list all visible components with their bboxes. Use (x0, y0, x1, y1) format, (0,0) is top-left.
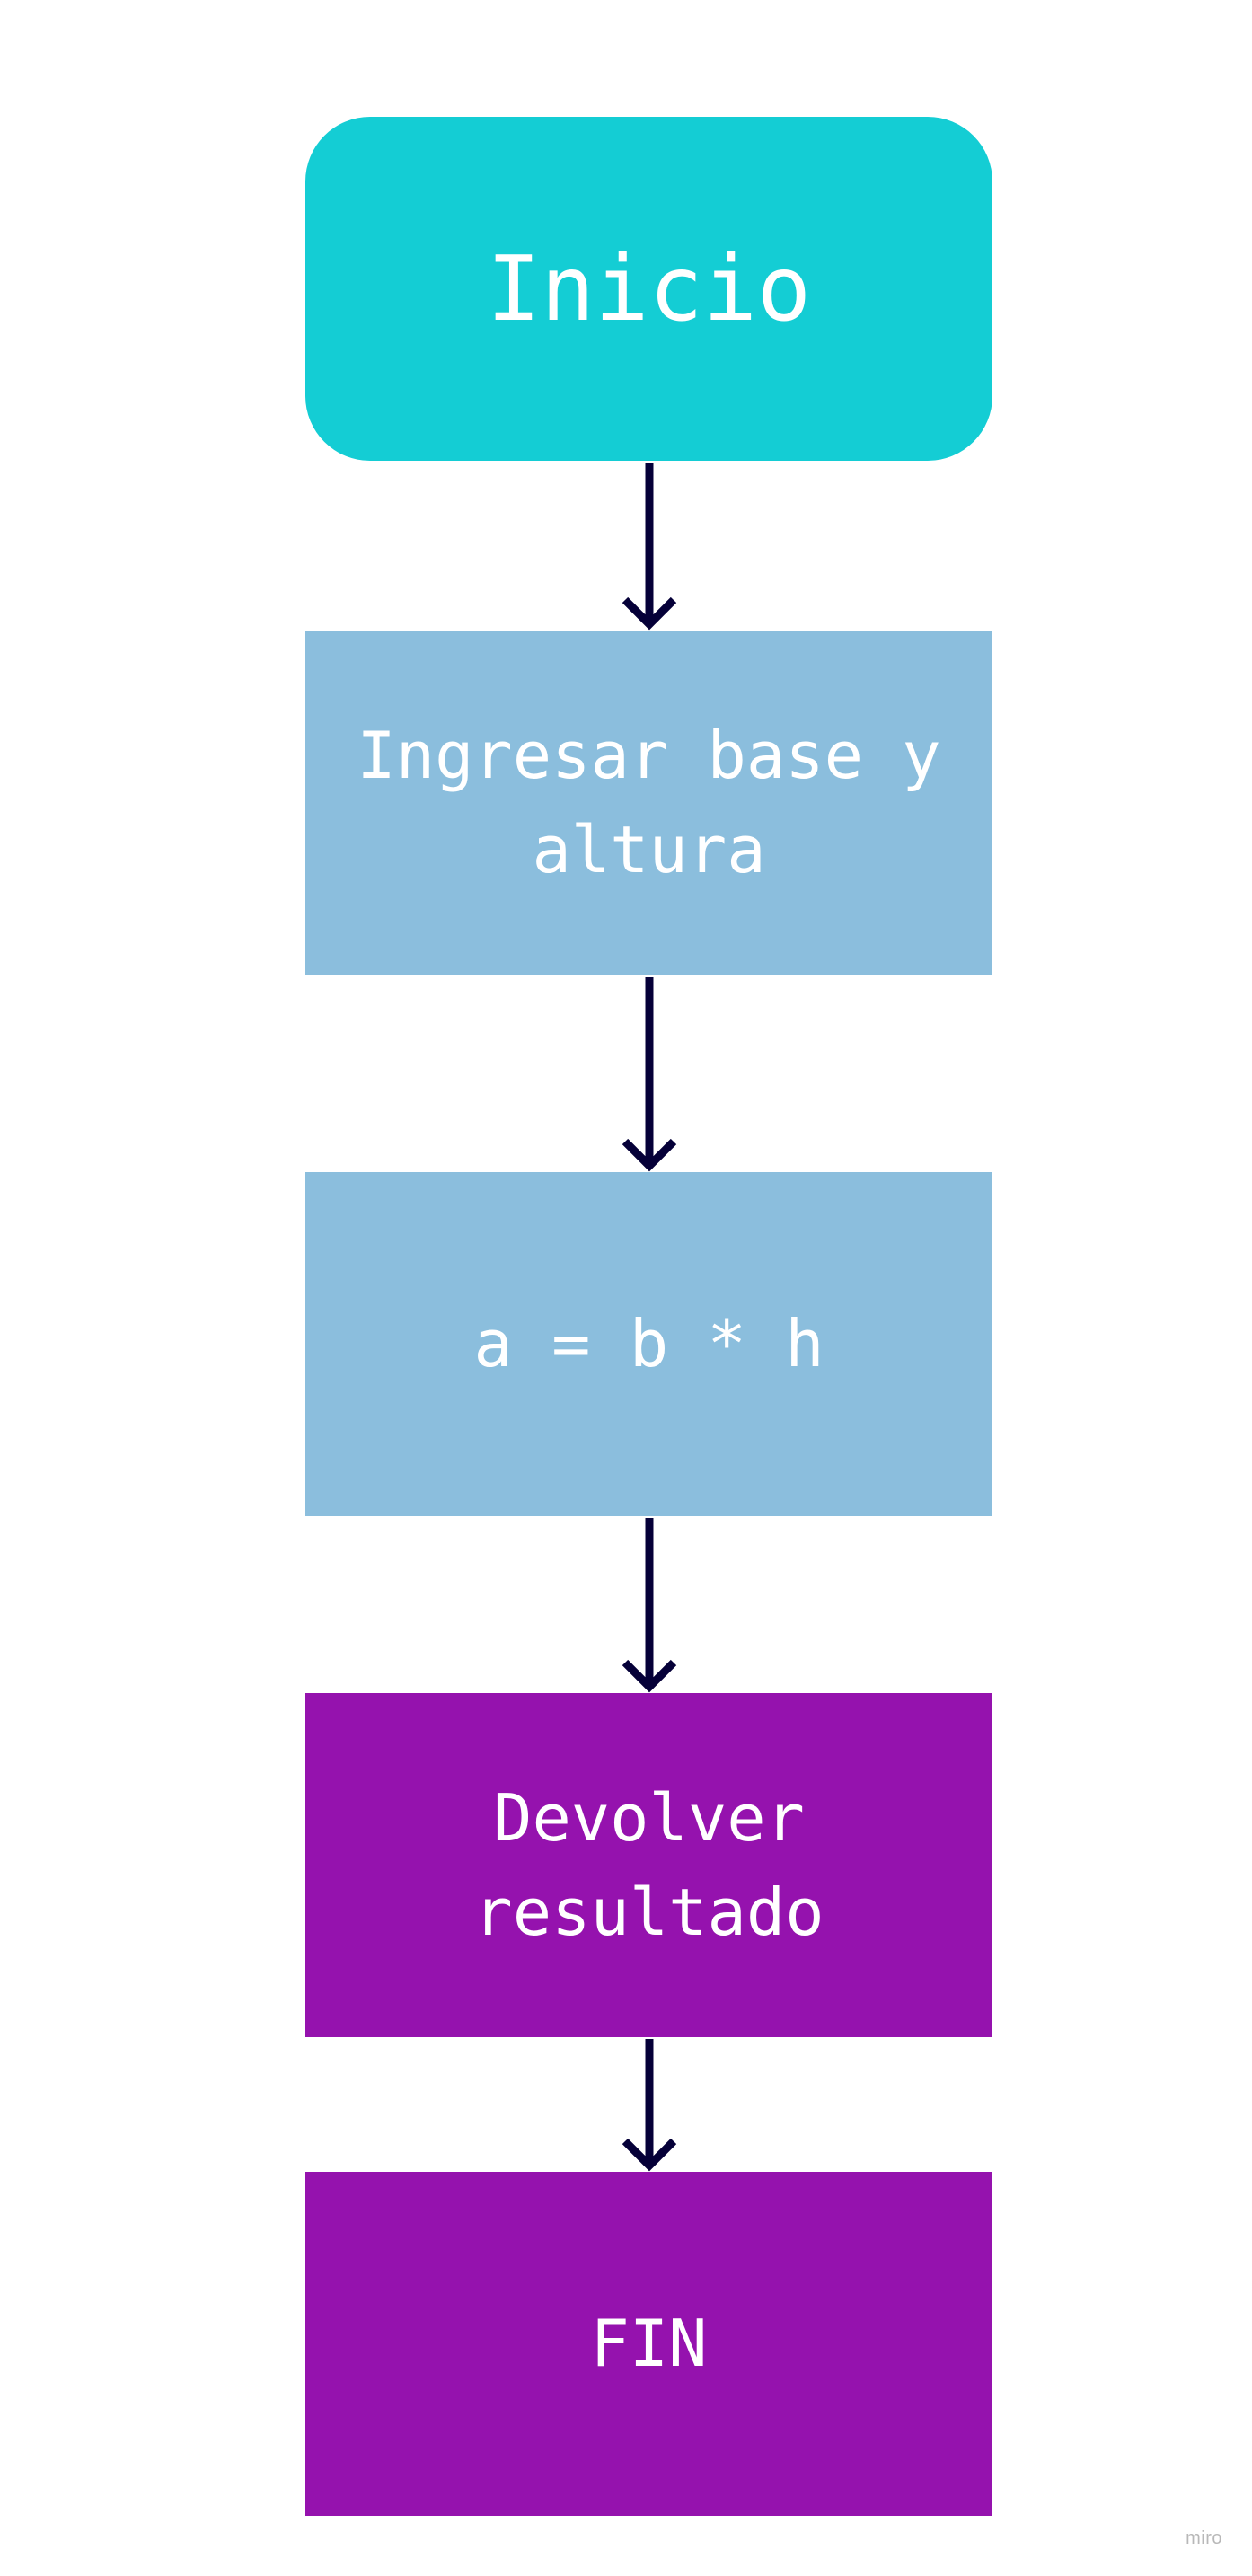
output-node[interactable]: Devolver resultado (305, 1693, 992, 2037)
output-node-label: Devolver resultado (473, 1780, 824, 1950)
arrow-output-to-end (622, 2039, 677, 2172)
calculation-node[interactable]: a = b * h (305, 1172, 992, 1516)
start-node[interactable]: Inicio (305, 117, 992, 461)
arrow-input-to-calc (622, 977, 677, 1172)
end-node-label: FIN (590, 2306, 708, 2382)
miro-watermark: miro (1186, 2528, 1222, 2548)
end-node[interactable]: FIN (305, 2172, 992, 2516)
calculation-node-label: a = b * h (473, 1306, 824, 1382)
input-process-node[interactable]: Ingresar base y altura (305, 631, 992, 975)
input-process-node-label: Ingresar base y altura (357, 718, 941, 887)
start-node-label: Inicio (486, 236, 812, 341)
arrow-calc-to-output (622, 1518, 677, 1693)
arrow-start-to-input (622, 463, 677, 631)
